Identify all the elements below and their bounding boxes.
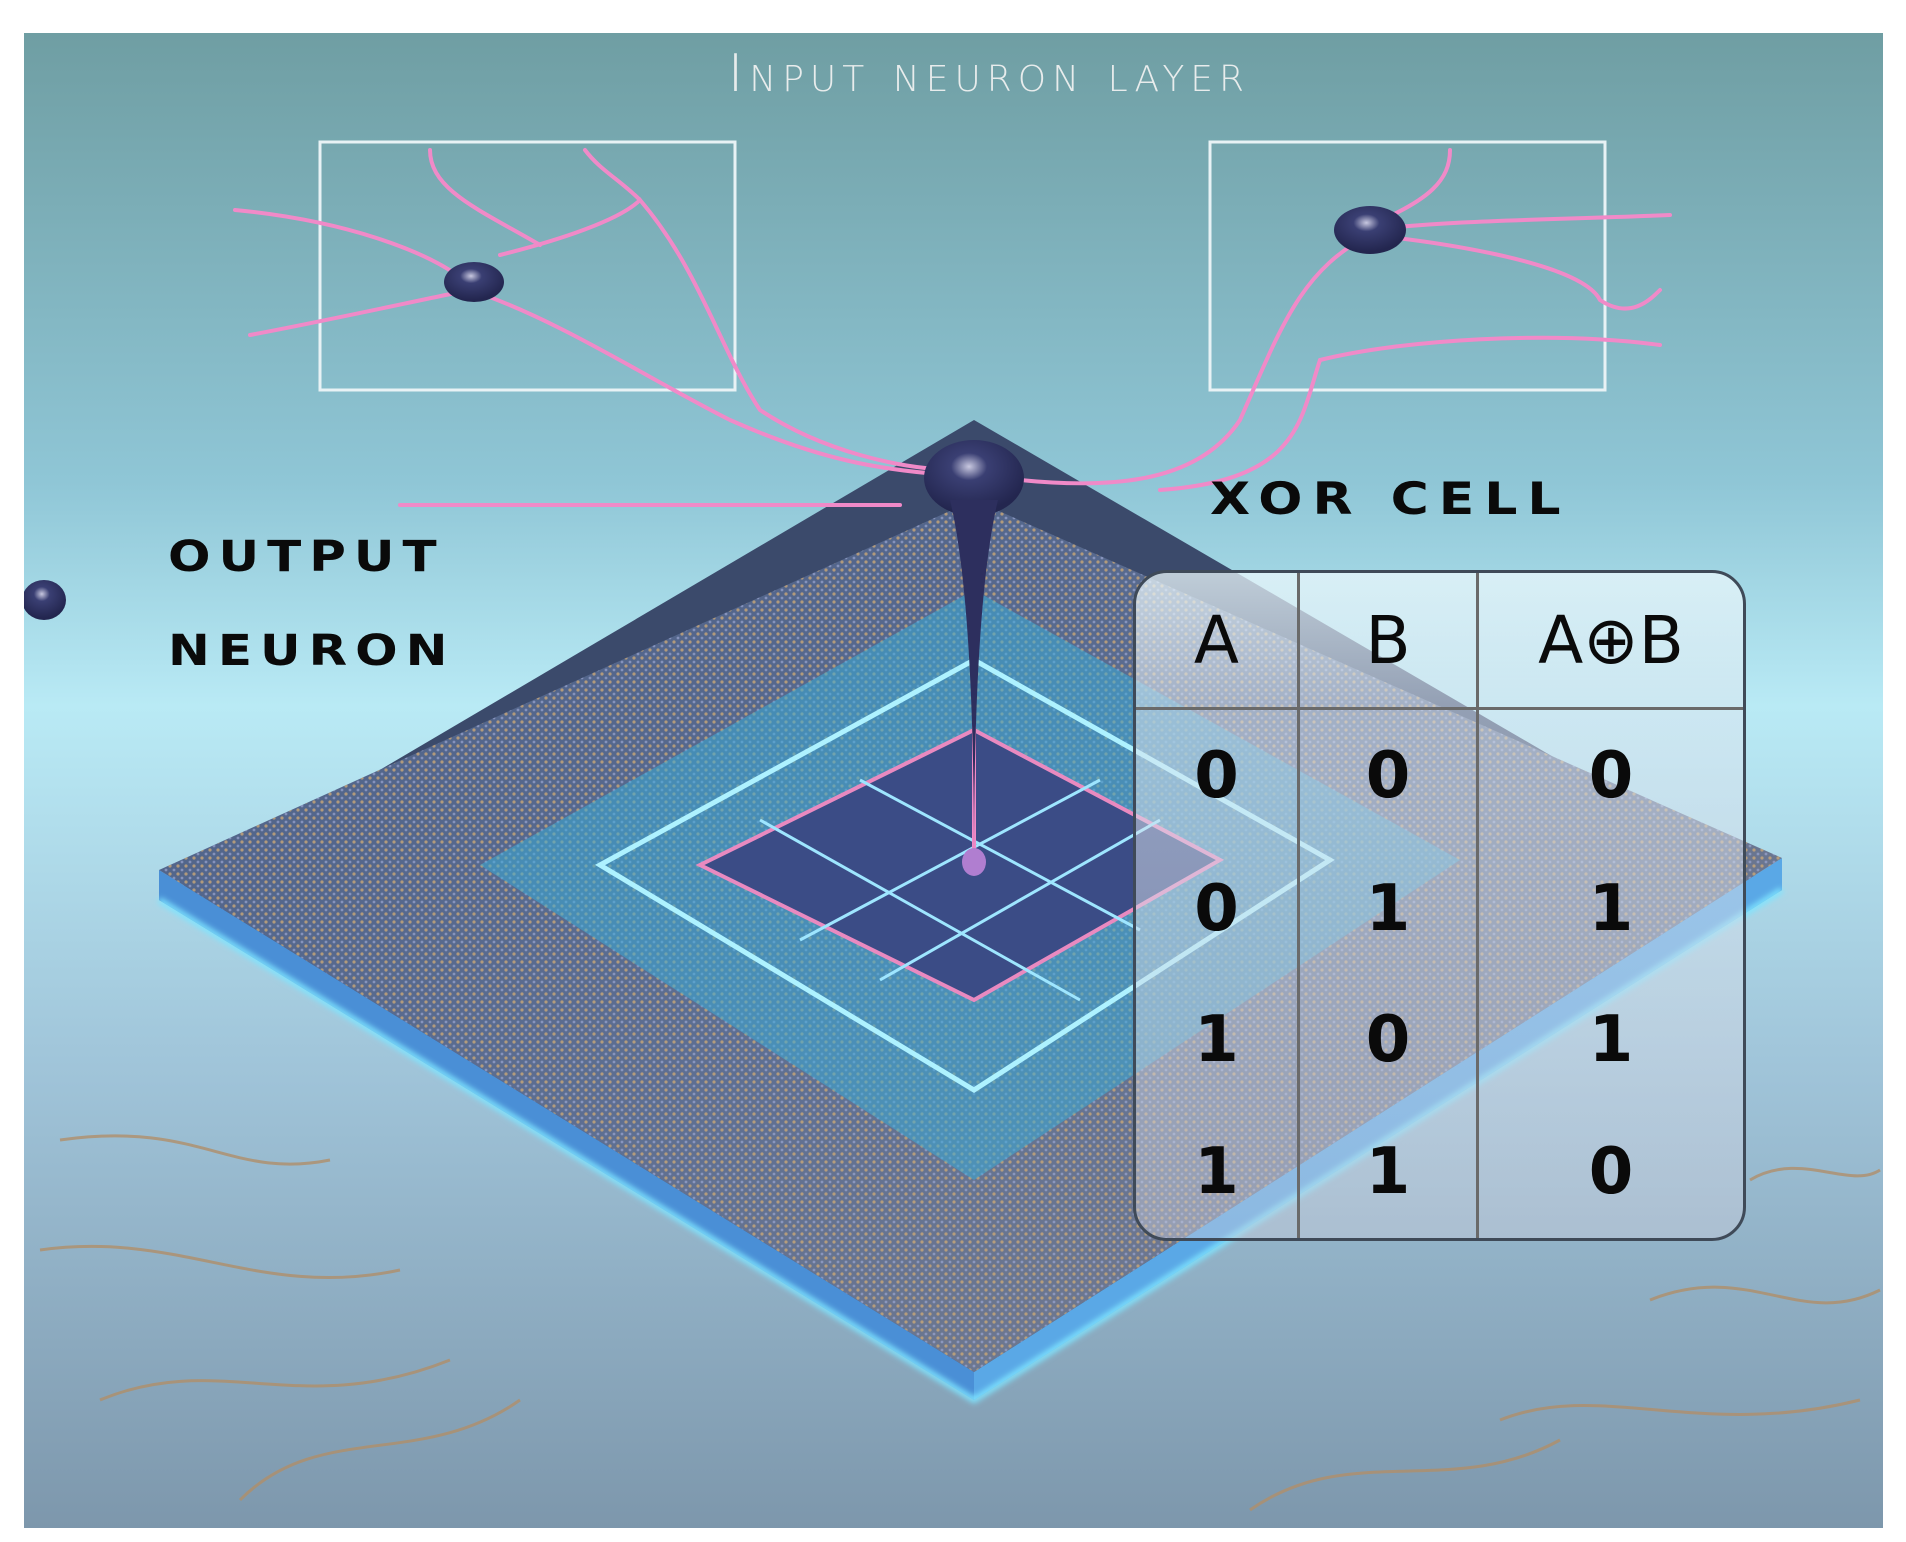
- cell: 1: [1297, 842, 1478, 975]
- table-row: 1 1 0: [1136, 1106, 1743, 1238]
- input-neuron-layer-label: Input neuron layer: [727, 44, 1251, 104]
- cell: 0: [1476, 708, 1743, 843]
- table-row: 1 0 1: [1136, 974, 1743, 1107]
- cell: 0: [1297, 974, 1478, 1107]
- input-neuron-right: [1334, 206, 1406, 254]
- xor-truth-table: A B A⊕B 0 0 0 0 1 1 1 0 1 1 1 0: [1133, 570, 1746, 1241]
- cell: 1: [1297, 1106, 1478, 1238]
- cell: 0: [1297, 708, 1478, 843]
- output-label-line2: NEURON: [168, 626, 456, 676]
- table-row: 0 0 0: [1136, 708, 1743, 843]
- cell: 0: [1194, 739, 1239, 814]
- central-neuron: [924, 440, 1024, 516]
- input-neuron-box-left: [318, 140, 737, 392]
- cell: 1: [1194, 1135, 1239, 1210]
- table-header-row: A B A⊕B: [1136, 573, 1743, 710]
- output-label-line1: OUTPUT: [168, 532, 445, 582]
- cell: 0: [1194, 871, 1239, 946]
- cell: 0: [1476, 1106, 1743, 1238]
- xor-cell-title: XOR CELL: [1210, 474, 1571, 525]
- table-row: 0 1 1: [1136, 842, 1743, 975]
- header-b: B: [1297, 573, 1478, 710]
- input-neuron-box-right: [1208, 140, 1607, 392]
- header-a-xor-b: A⊕B: [1476, 573, 1743, 710]
- cell: 1: [1476, 842, 1743, 975]
- cell: 1: [1476, 974, 1743, 1107]
- header-a: A: [1136, 573, 1299, 710]
- cell: 1: [1194, 1003, 1239, 1078]
- input-neuron-left: [444, 262, 504, 302]
